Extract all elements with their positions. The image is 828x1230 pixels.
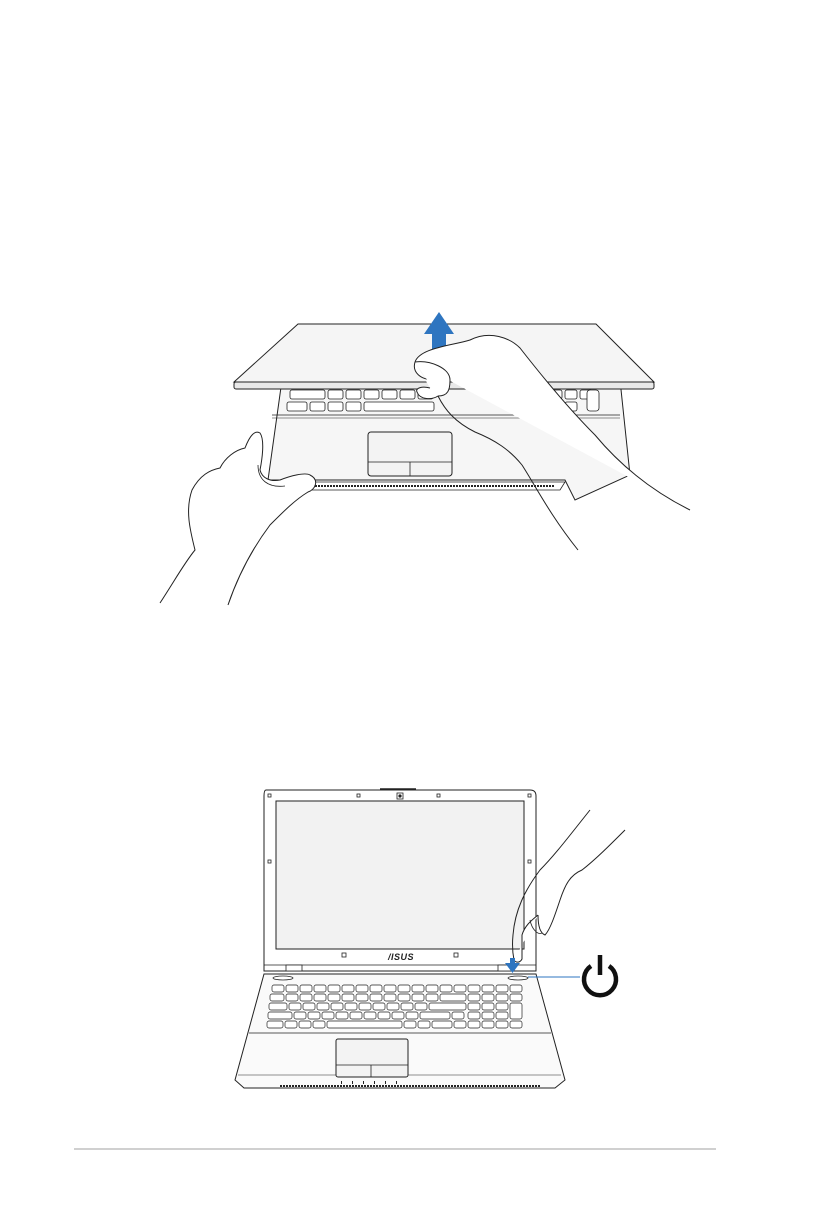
figure-open-lid (150, 300, 710, 610)
press-power-illustration: /ISUS (234, 788, 626, 1089)
arrow-down-icon (505, 958, 520, 973)
hand-illustration (512, 809, 626, 963)
screen (275, 800, 525, 950)
keyboard-keys (266, 984, 523, 1029)
figure-press-power: /ISUS (220, 775, 640, 1095)
touchpad (335, 1038, 409, 1078)
display-lid: /ISUS (263, 788, 537, 972)
brand-logo: /ISUS (387, 952, 414, 962)
webcam-icon (396, 792, 404, 800)
speaker-left (272, 975, 294, 981)
power-button[interactable] (507, 975, 529, 981)
hinge-left (285, 964, 303, 972)
right-hand-illustration (413, 335, 691, 551)
open-lid-illustration (159, 312, 691, 606)
status-indicators (341, 1081, 397, 1084)
left-hand-illustration (159, 431, 317, 606)
arrow-up-icon (424, 312, 454, 358)
power-icon (581, 955, 619, 998)
touchpad (367, 431, 453, 477)
footer-rule (74, 1148, 716, 1150)
